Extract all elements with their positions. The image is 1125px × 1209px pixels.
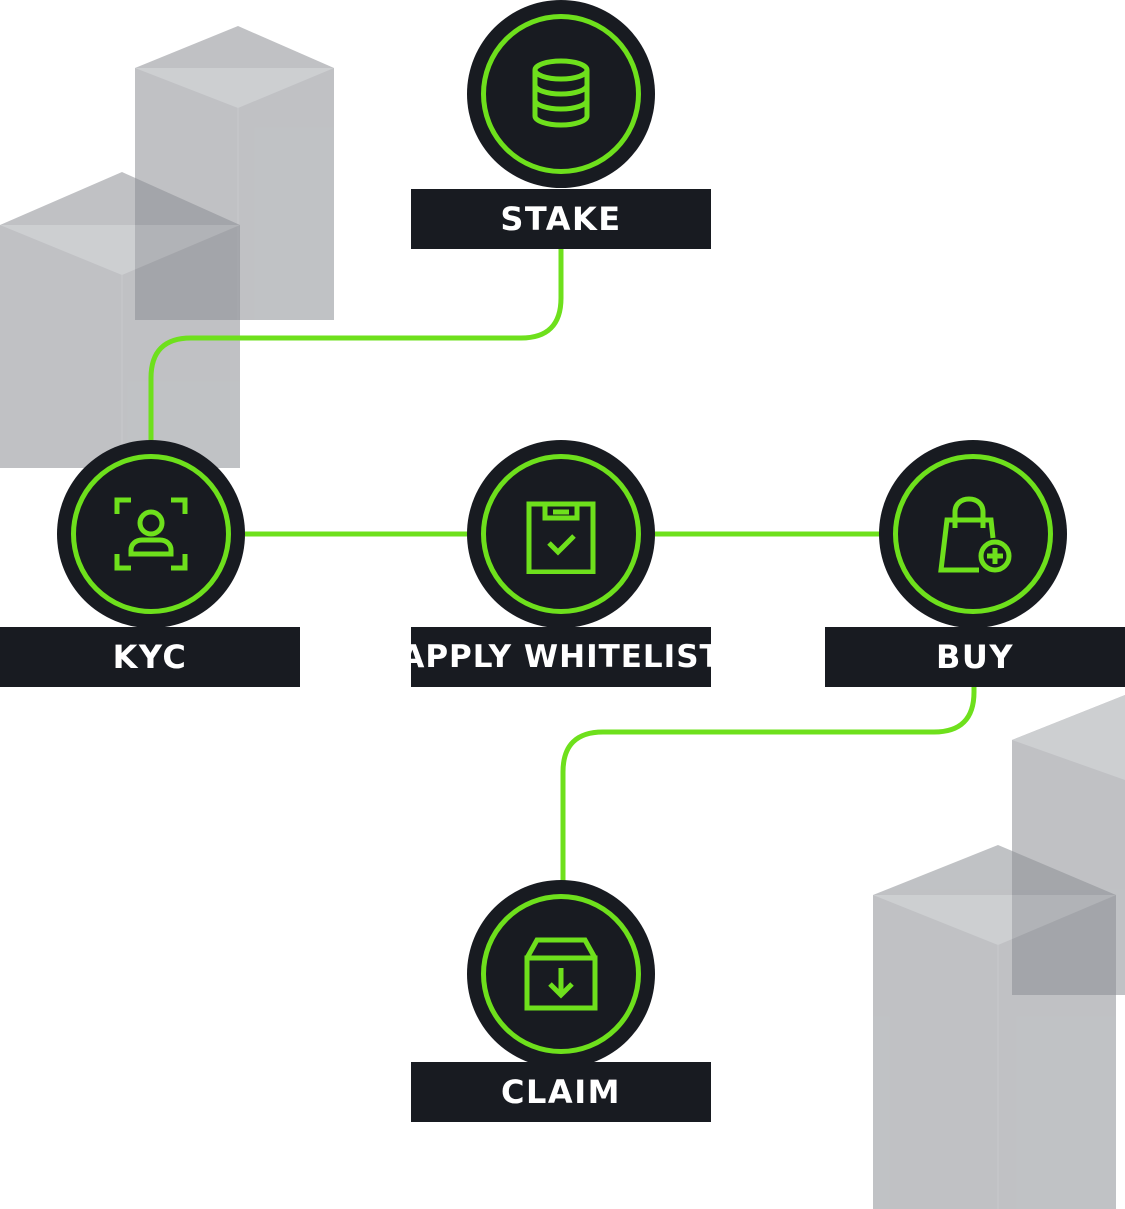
whitelist-label: APPLY WHITELIST: [411, 627, 711, 687]
buy-label: BUY: [825, 627, 1125, 687]
box-download-icon: [524, 937, 598, 1011]
buy-node-ring: [893, 454, 1053, 614]
building-bottom-right-front: [873, 845, 1116, 1209]
stake-label: STAKE: [411, 189, 711, 249]
claim-node-ring: [481, 894, 641, 1054]
shopping-bag-plus-icon: [938, 496, 1012, 573]
claim-label: CLAIM: [411, 1062, 711, 1122]
kyc-node-ring: [71, 454, 231, 614]
clipboard-check-icon: [526, 501, 596, 574]
connector-stake-kyc: [148, 248, 564, 445]
whitelist-node-ring: [481, 454, 641, 614]
stake-node[interactable]: [467, 0, 655, 188]
claim-node[interactable]: [467, 880, 655, 1068]
building-top-left-front: [0, 172, 240, 468]
kyc-label: KYC: [0, 627, 300, 687]
face-scan-user-icon: [114, 497, 188, 571]
stake-node-ring: [481, 14, 641, 174]
buy-node[interactable]: [879, 440, 1067, 628]
kyc-node[interactable]: [57, 440, 245, 628]
whitelist-node[interactable]: [467, 440, 655, 628]
coin-stack-icon: [532, 58, 590, 128]
connector-buy-claim: [560, 686, 977, 885]
